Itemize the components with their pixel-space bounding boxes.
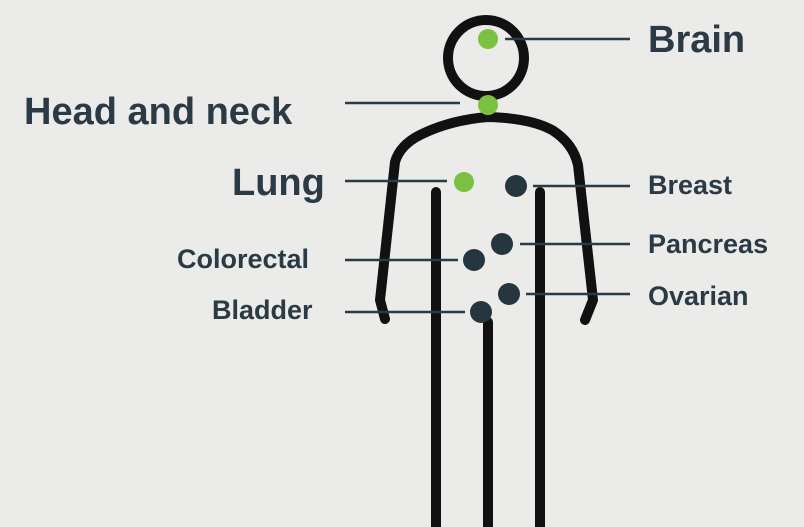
- label-colorectal: Colorectal: [177, 246, 309, 273]
- label-head-and-neck: Head and neck: [24, 93, 292, 131]
- label-lung: Lung: [232, 164, 325, 202]
- label-pancreas: Pancreas: [648, 231, 768, 258]
- site-dot-brain: [478, 29, 498, 49]
- label-ovarian: Ovarian: [648, 283, 749, 310]
- site-dot-breast: [505, 175, 527, 197]
- torso-outline: [380, 117, 593, 320]
- label-brain: Brain: [648, 21, 745, 59]
- label-breast: Breast: [648, 172, 732, 199]
- site-dot-pancreas: [491, 233, 513, 255]
- site-dot-lung: [454, 172, 474, 192]
- site-dot-ovarian: [498, 283, 520, 305]
- site-dot-colorectal: [463, 249, 485, 271]
- site-dot-bladder: [470, 301, 492, 323]
- label-bladder: Bladder: [212, 297, 313, 324]
- site-dot-head-and-neck: [478, 95, 498, 115]
